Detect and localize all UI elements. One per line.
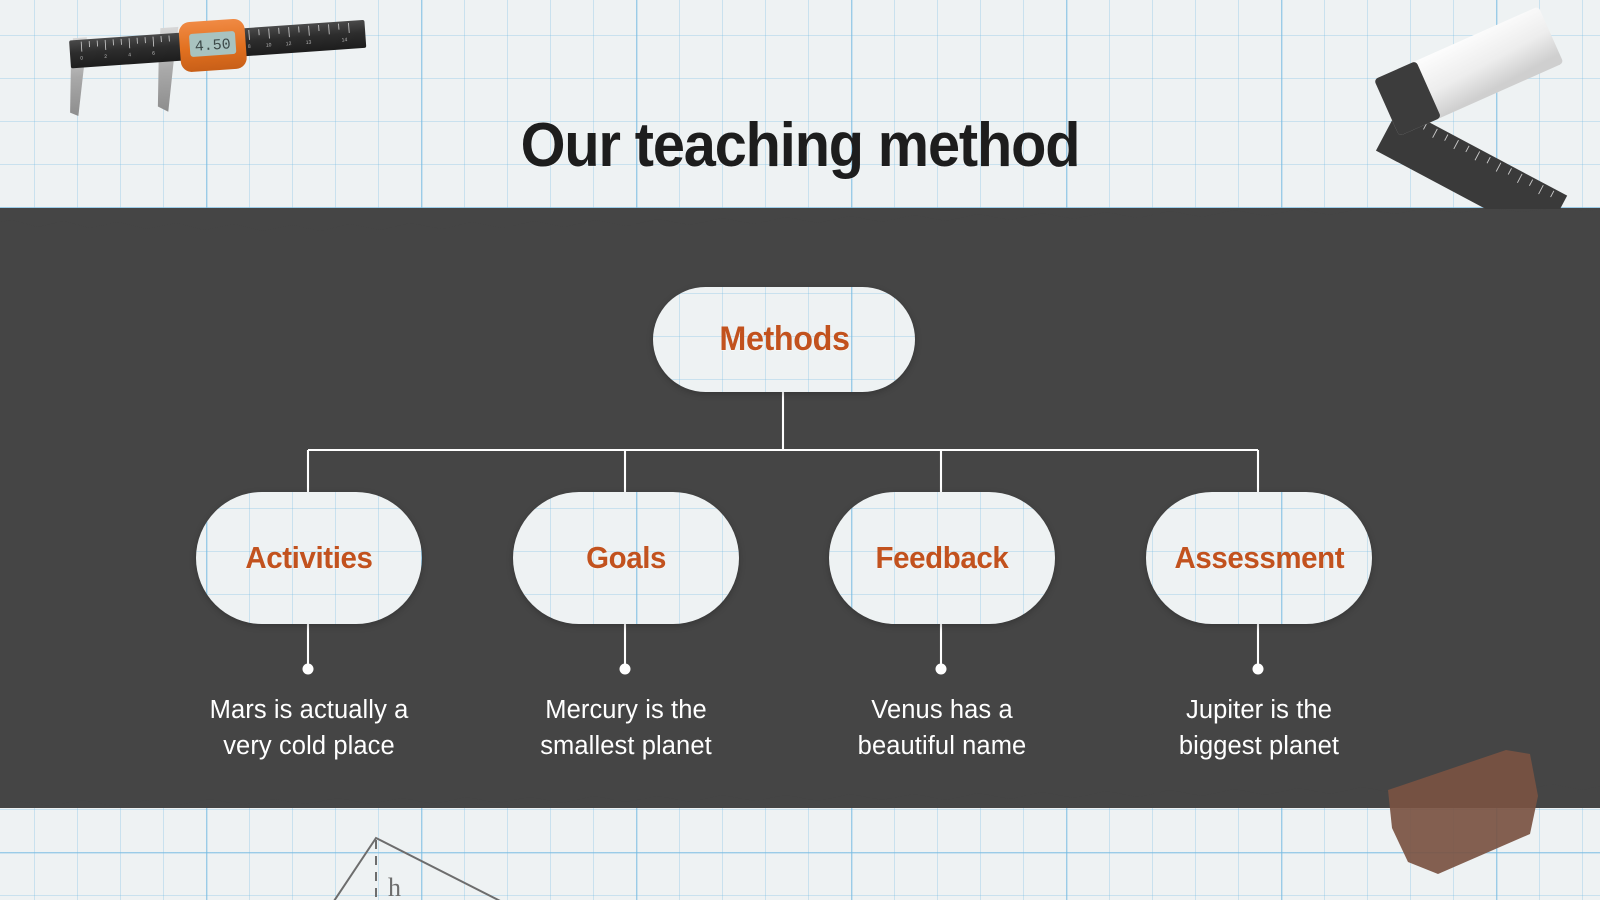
node-feedback-label: Feedback [875,540,1009,575]
triangle-sketch-icon: h [333,836,501,900]
svg-text:10: 10 [266,42,272,48]
node-goals[interactable]: Goals [513,492,739,624]
description-feedback: Venus has a beautiful name [857,696,1027,760]
caliper-icon: 0 2 4 6 8 10 12 13 14 4.50 [69,18,367,117]
page-title: Our teaching method [520,111,1081,180]
torn-tape-icon [1388,750,1538,874]
node-methods[interactable]: Methods [653,287,915,392]
node-methods-label: Methods [718,320,850,358]
svg-text:4: 4 [128,52,131,58]
node-activities[interactable]: Activities [196,492,422,624]
node-activities-label: Activities [245,540,373,575]
svg-text:12: 12 [286,41,292,47]
svg-text:8: 8 [248,44,251,50]
svg-text:14: 14 [342,37,348,43]
svg-text:6: 6 [152,51,155,57]
node-assessment-label: Assessment [1174,540,1344,575]
caliper-display: 4.50 [194,36,231,55]
description-activities: Mars is actually a very cold place [209,696,409,760]
node-goals-label: Goals [586,540,666,575]
node-assessment[interactable]: Assessment [1146,492,1372,624]
slide-header: Our teaching method [0,0,1600,215]
description-goals: Mercury is the smallest planet [540,696,712,760]
sketch-annotation: h [388,873,401,900]
description-assessment: Jupiter is the biggest planet [1178,696,1340,760]
svg-text:0: 0 [80,56,83,62]
eraser-and-set-square-icon [1375,7,1568,209]
svg-text:2: 2 [104,54,107,60]
svg-text:13: 13 [306,40,312,46]
node-feedback[interactable]: Feedback [829,492,1055,624]
